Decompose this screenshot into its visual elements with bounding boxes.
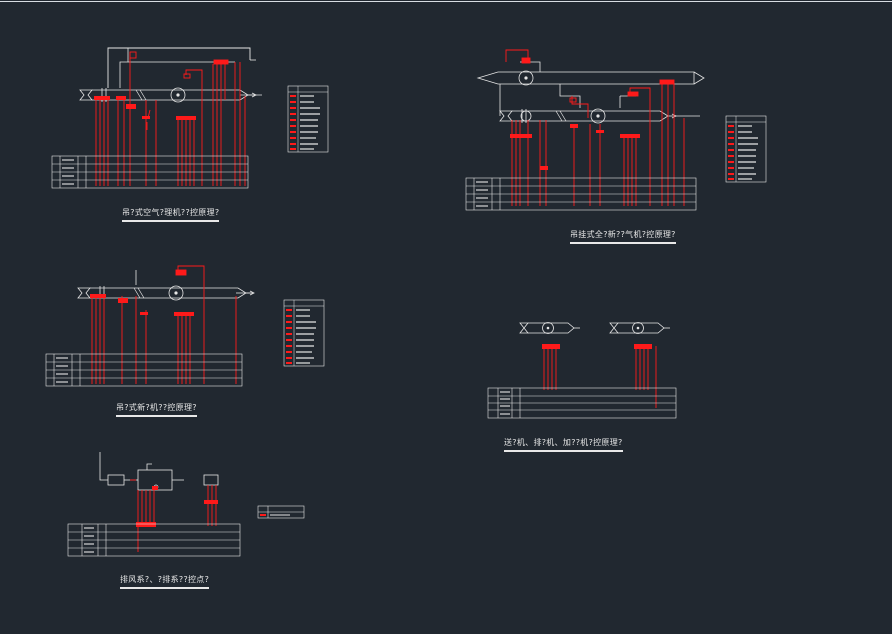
diagram-1-ahu-control bbox=[51, 47, 329, 189]
diagram-3-exhaust-system bbox=[67, 452, 305, 557]
diagram-4-full-fresh-air-unit bbox=[465, 49, 767, 211]
caption-diagram-1-text: 吊?式空气?理机??控原理? bbox=[122, 208, 220, 217]
diagram-5-fans-control bbox=[487, 322, 677, 419]
caption-underline bbox=[570, 242, 676, 244]
caption-diagram-4: 吊挂式全?新??气机?控原理? bbox=[570, 229, 676, 244]
caption-diagram-5-text: 送?机、排?机、加??机?控原理? bbox=[504, 438, 623, 447]
caption-underline bbox=[504, 450, 623, 452]
caption-underline bbox=[122, 220, 220, 222]
caption-underline bbox=[116, 415, 197, 417]
caption-underline bbox=[120, 587, 210, 589]
caption-diagram-3: 排风系?、?排系??控点? bbox=[120, 574, 210, 589]
caption-diagram-3-text: 排风系?、?排系??控点? bbox=[120, 575, 210, 584]
caption-diagram-2-text: 吊?式新?机??控原理? bbox=[116, 403, 197, 412]
caption-diagram-4-text: 吊挂式全?新??气机?控原理? bbox=[570, 230, 676, 239]
diagram-2-fresh-air-unit bbox=[45, 265, 325, 387]
drawing-border-top bbox=[0, 1, 892, 2]
caption-diagram-2: 吊?式新?机??控原理? bbox=[116, 402, 197, 417]
caption-diagram-1: 吊?式空气?理机??控原理? bbox=[122, 207, 220, 222]
caption-diagram-5: 送?机、排?机、加??机?控原理? bbox=[504, 437, 623, 452]
